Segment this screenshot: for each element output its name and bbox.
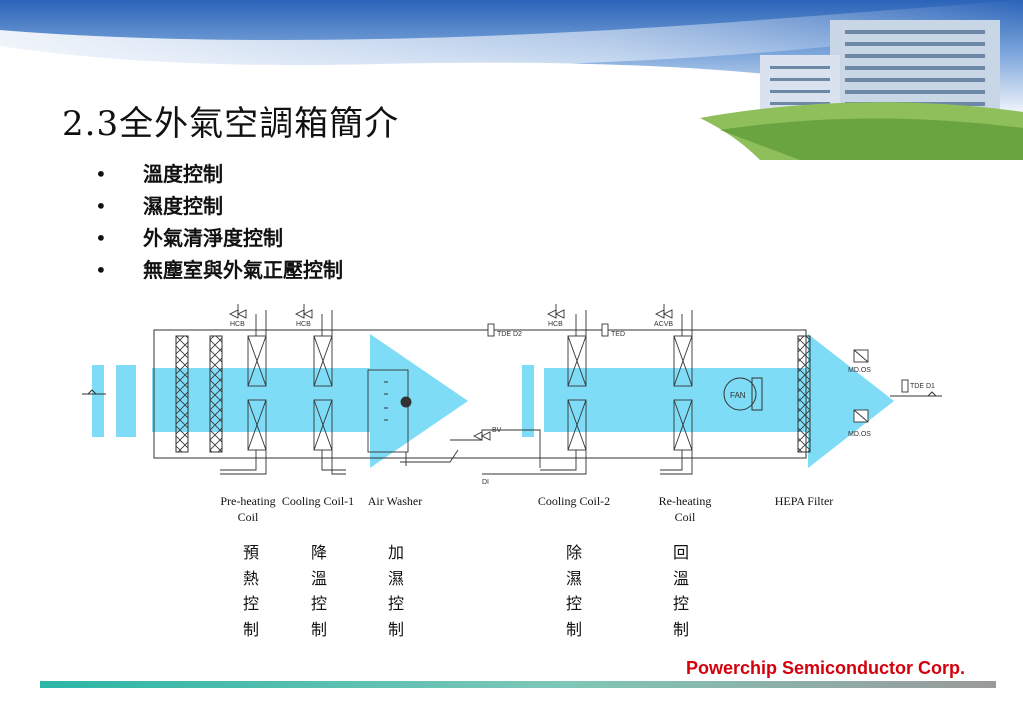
bullet-dot-icon: • <box>95 162 107 186</box>
bullet-list: • 溫度控制 • 濕度控制 • 外氣清淨度控制 • 無塵室與外氣正壓控制 <box>95 158 343 286</box>
header-banner <box>0 0 1023 160</box>
bullet-item: • 無塵室與外氣正壓控制 <box>95 254 343 286</box>
slide-title: 2.3全外氣空調箱簡介 <box>62 104 400 144</box>
bullet-dot-icon: • <box>95 194 107 218</box>
valve-icon <box>220 304 693 475</box>
footer-divider <box>40 681 996 688</box>
caption-cooling-coil-1: Cooling Coil-1 <box>281 494 355 508</box>
damper-label: MD.OS <box>848 367 871 374</box>
caption-hepa-filter: HEPA Filter <box>774 494 834 508</box>
sensor-label: TED <box>611 331 625 338</box>
damper-icon <box>853 349 869 423</box>
sensor-label: TDE D1 <box>910 383 935 390</box>
fan-label: FAN <box>730 391 746 400</box>
air-washer <box>367 369 541 475</box>
inlet-marks <box>82 389 106 395</box>
bullet-item: • 溫度控制 <box>95 158 343 190</box>
sensor-label: TDE D2 <box>497 331 522 338</box>
prefilter-2 <box>209 335 223 453</box>
fan-housing <box>751 377 763 411</box>
control-preheat: 預熱控制 <box>242 543 259 639</box>
valve-label: ACVB <box>654 321 673 328</box>
valve-label: HCB <box>548 321 563 328</box>
bullet-dot-icon: • <box>95 258 107 282</box>
bullet-item: • 濕度控制 <box>95 190 343 222</box>
prefilter-1 <box>175 335 189 453</box>
sensor-icon <box>487 323 909 393</box>
sensor-label: BV <box>492 427 502 434</box>
valve-label: HCB <box>230 321 245 328</box>
bullet-item: • 外氣清淨度控制 <box>95 222 343 254</box>
bullet-dot-icon: • <box>95 226 107 250</box>
caption-preheating-coil: Pre-heating Coil <box>220 494 276 524</box>
damper-label: MD.OS <box>848 431 871 438</box>
control-humidify: 加濕控制 <box>387 543 404 639</box>
outlet-marks <box>890 391 942 397</box>
fan-icon <box>723 377 757 411</box>
bullet-text: 濕度控制 <box>143 194 223 218</box>
bullet-text: 無塵室與外氣正壓控制 <box>143 258 343 282</box>
hepa-filter <box>797 335 811 453</box>
control-dehumidify: 除濕控制 <box>565 543 582 639</box>
company-name: Powerchip Semiconductor Corp. <box>685 658 965 678</box>
caption-cooling-coil-2: Cooling Coil-2 <box>537 494 611 508</box>
control-cooling: 降溫控制 <box>310 543 327 639</box>
ahu-diagram: HCB HCB HCB ACVB BV DI TDE D2 TED TDE D1… <box>82 304 942 486</box>
coil-group <box>247 335 693 451</box>
caption-reheating-coil: Re-heating Coil <box>658 494 712 524</box>
bullet-text: 溫度控制 <box>143 162 223 186</box>
control-reheat: 回溫控制 <box>672 543 689 639</box>
caption-air-washer: Air Washer <box>367 494 423 508</box>
bullet-text: 外氣清淨度控制 <box>143 226 283 250</box>
valve-label: HCB <box>296 321 311 328</box>
sensor-label: DI <box>482 479 489 486</box>
